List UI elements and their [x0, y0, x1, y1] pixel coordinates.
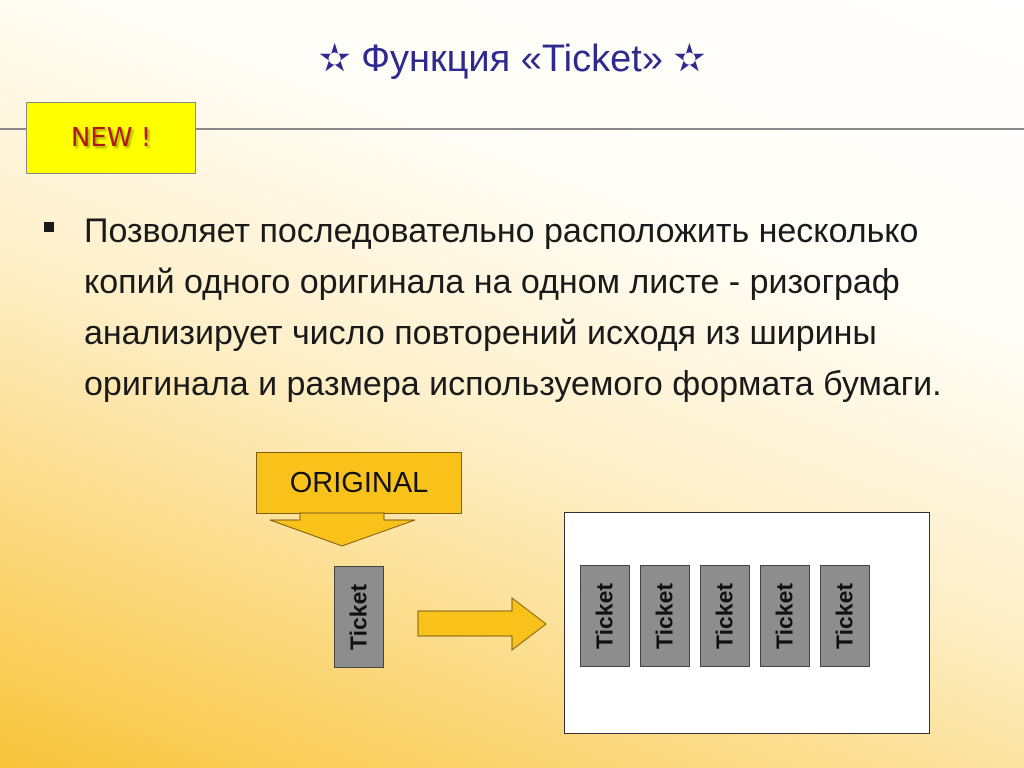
bullet-icon — [44, 222, 54, 232]
down-arrow — [269, 512, 416, 547]
sheet-ticket-label: Ticket — [771, 582, 798, 650]
sheet-ticket: Ticket — [700, 565, 750, 667]
new-badge: NEW ! — [26, 102, 196, 174]
original-label-box: ORIGINAL — [256, 452, 462, 514]
right-arrow-icon — [417, 596, 547, 652]
sheet-ticket: Ticket — [820, 565, 870, 667]
sheet-ticket-label: Ticket — [591, 582, 618, 650]
sheet-ticket: Ticket — [580, 565, 630, 667]
sheet-ticket-label: Ticket — [651, 582, 678, 650]
source-ticket: Ticket — [334, 566, 384, 668]
sheet-ticket-label: Ticket — [711, 582, 738, 650]
sheet-ticket: Ticket — [640, 565, 690, 667]
sheet-ticket-label: Ticket — [831, 582, 858, 650]
sheet-ticket: Ticket — [760, 565, 810, 667]
bullet-text: Позволяет последовательно расположить не… — [84, 212, 942, 403]
source-ticket-label: Ticket — [345, 583, 372, 651]
title-divider — [0, 128, 1024, 130]
slide-title: ✫ Функция «Ticket» ✫ — [318, 38, 706, 80]
